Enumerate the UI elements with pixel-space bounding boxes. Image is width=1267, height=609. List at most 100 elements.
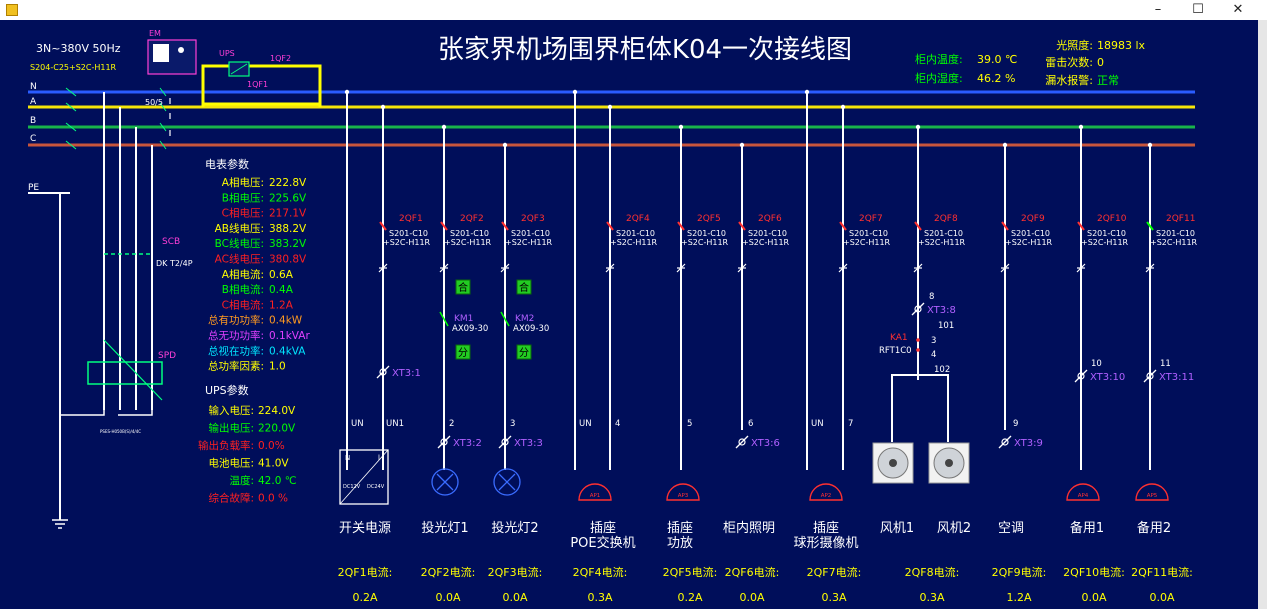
load-name: 插座	[590, 521, 616, 536]
load-name: 备用1	[1070, 520, 1104, 536]
ups-label: UPS	[219, 49, 235, 58]
socket-icon[interactable]	[578, 483, 612, 501]
load-name: 空调	[998, 521, 1024, 536]
wire-number: 3	[510, 419, 515, 429]
ups-param-label: 温度:	[229, 474, 254, 487]
breaker-model-suffix: +S2C-H11R	[742, 238, 790, 247]
floodlight-icon[interactable]	[493, 468, 521, 496]
terminal-link-icon	[376, 365, 390, 379]
contactor-name: KM1	[454, 314, 473, 324]
cabinet-humidity-label: 柜内湿度:	[915, 71, 963, 85]
terminal-label: XT3:2	[453, 438, 482, 449]
load-name: 插座	[667, 521, 693, 536]
branch-current-value: 0.3A	[587, 591, 612, 604]
breaker-switch-icon	[1077, 221, 1085, 231]
wire-number: 101	[938, 321, 954, 331]
contactor-model: AX09-30	[513, 324, 549, 334]
cabinet-temp-value: 39.0 ℃	[977, 53, 1017, 66]
contactor-switch-icon	[500, 311, 510, 327]
relay-name: KA1	[890, 333, 908, 343]
pe-label: PE	[28, 183, 39, 193]
breaker-name: 2QF6	[758, 214, 782, 224]
socket-icon[interactable]	[809, 483, 843, 501]
contactor-on-button[interactable]	[455, 279, 471, 295]
energy-meter-display	[153, 44, 169, 62]
branch-current-value: 0.2A	[352, 591, 377, 604]
load-name: 插座	[813, 521, 839, 536]
window-titlebar: – ☐ ✕	[0, 0, 1267, 20]
socket-icon[interactable]	[666, 483, 700, 501]
branch-current-value: 0.3A	[821, 591, 846, 604]
meter-param-label: BC线电压:	[215, 237, 264, 250]
socket-icon[interactable]	[1066, 483, 1100, 501]
wire-number: UN	[579, 419, 592, 429]
meter-param-value: 0.1kVAr	[269, 330, 310, 342]
lightning-count-value: 0	[1097, 56, 1104, 69]
breaker-switch-icon	[440, 221, 448, 231]
meter-param-label: 总有功功率:	[208, 314, 264, 327]
breaker-model: S201-C10	[924, 229, 963, 238]
meter-param-value: 1.0	[269, 361, 286, 373]
branch-current-label: 2QF5电流:	[663, 565, 718, 579]
breaker-model-suffix: +S2C-H11R	[444, 238, 492, 247]
bus-label-a: A	[30, 97, 37, 107]
contactor-off-button[interactable]	[455, 344, 471, 360]
ups-param-label: 输出负载率:	[198, 439, 254, 452]
power-supply-box[interactable]	[339, 449, 389, 505]
terminal-label: XT3:8	[927, 305, 956, 316]
power-supply-out1: DC12V	[343, 484, 361, 490]
wiring-diagram-canvas: 张家界机场围界柜体K04一次接线图 3N~380V 50Hz S204-C25+…	[0, 20, 1258, 609]
breaker-switch-icon	[1001, 221, 1009, 231]
source-voltage: 3N~380V 50Hz	[36, 42, 121, 55]
breaker-model: S201-C10	[748, 229, 787, 238]
wire-number: 6	[748, 419, 753, 429]
terminal-circle-icon	[914, 305, 922, 313]
meter-param-label: B相电压:	[222, 191, 264, 204]
breaker-model: S201-C10	[1087, 229, 1126, 238]
meter-param-label: 总视在功率:	[208, 344, 264, 357]
diagram-title: 张家界机场围界柜体K04一次接线图	[438, 35, 852, 65]
breaker-model-suffix: +S2C-H11R	[681, 238, 729, 247]
maximize-button[interactable]: ☐	[1192, 2, 1204, 17]
terminal-label: XT3:10	[1090, 372, 1125, 383]
ups-params: 输入电压:224.0V输出电压:220.0V输出负载率:0.0%电池电压:41.…	[198, 404, 297, 505]
breaker-model: S201-C10	[849, 229, 888, 238]
branch-circuits: 2QF1S201-C10+S2C-H11R2QF2S201-C10+S2C-H1…	[339, 89, 1198, 505]
branch-current-label: 2QF1电流:	[338, 565, 393, 579]
minimize-button[interactable]: –	[1154, 2, 1162, 17]
floodlight-icon[interactable]	[431, 468, 459, 496]
wire-number: 102	[934, 365, 950, 375]
load-subname: 球形摄像机	[793, 536, 858, 551]
close-button[interactable]: ✕	[1232, 2, 1244, 17]
terminal-label: XT3:11	[1159, 372, 1194, 383]
ups-param-label: 输入电压:	[208, 404, 254, 417]
terminal-circle-icon	[1146, 372, 1154, 380]
terminal-circle-icon	[440, 438, 448, 446]
ups-param-value: 224.0V	[258, 405, 296, 417]
illuminance-value: 18983 lx	[1097, 39, 1146, 52]
spd-box	[87, 361, 163, 385]
terminal-circle-icon	[501, 438, 509, 446]
breaker-switch-icon	[677, 221, 685, 231]
window-right-edge	[1258, 20, 1267, 609]
terminal-label: XT3:6	[751, 438, 780, 449]
terminal-link-icon	[498, 435, 512, 449]
wire-number: 4	[615, 419, 620, 429]
bus-label-n: N	[30, 82, 37, 92]
breaker-name: 2QF11	[1166, 214, 1195, 224]
meter-param-label: A相电压:	[222, 176, 264, 189]
socket-icon[interactable]	[1135, 483, 1169, 501]
ups-param-label: 输出电压:	[208, 422, 254, 435]
contactor-off-button[interactable]	[516, 344, 532, 360]
ct-ratio: 50/5	[145, 98, 163, 107]
illuminance-label: 光照度:	[1056, 38, 1093, 52]
contactor-on-button[interactable]	[516, 279, 532, 295]
breaker-model: S201-C10	[389, 229, 428, 238]
power-supply-l: l	[378, 454, 380, 462]
breaker-name: 2QF1	[399, 214, 423, 224]
wire-number: 8	[929, 292, 934, 302]
dk-label: DK T2/4P	[156, 259, 193, 268]
relay-model: RFT1C0	[879, 346, 912, 356]
breaker-name: 2QF10	[1097, 214, 1127, 224]
branch-current-value: 0.0A	[435, 591, 460, 604]
